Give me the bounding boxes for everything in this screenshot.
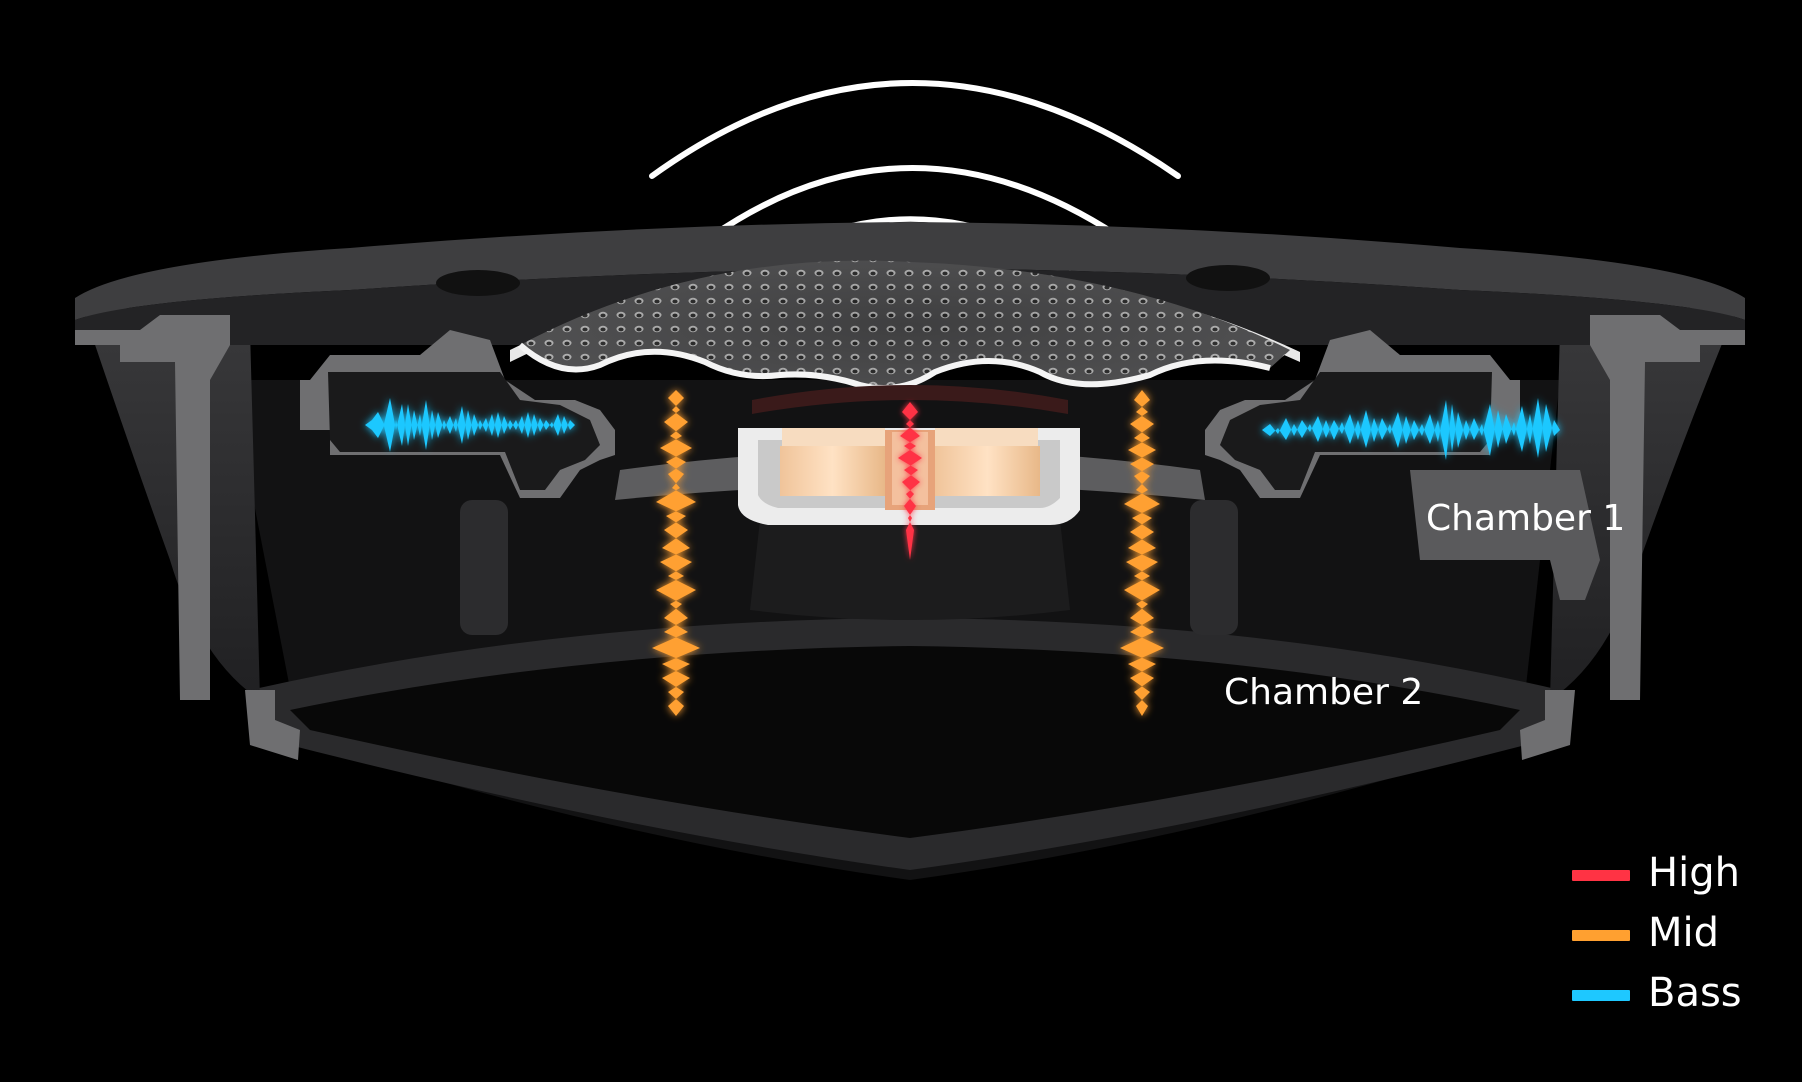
- bass-waveform-left: [365, 398, 575, 452]
- high-waveform: [898, 402, 922, 560]
- screw-hole-right: [1186, 265, 1270, 291]
- mid-waveform-right: [1120, 390, 1164, 716]
- sound-wave-middle: [709, 165, 1121, 239]
- magnet-assembly: [738, 428, 1080, 525]
- mid-swatch: [1572, 930, 1630, 941]
- chamber-1-label: Chamber 1: [1426, 498, 1625, 539]
- mid-waveform-left: [652, 390, 700, 716]
- legend-label-high: High: [1648, 850, 1740, 896]
- legend-label-bass: Bass: [1648, 970, 1742, 1016]
- legend-label-mid: Mid: [1648, 910, 1720, 956]
- screw-hole-left: [436, 270, 520, 296]
- high-swatch: [1572, 870, 1630, 881]
- bass-swatch: [1572, 990, 1630, 1001]
- sound-wave-outer: [649, 80, 1181, 179]
- bass-waveform-right: [1262, 398, 1560, 460]
- chamber-2-label: Chamber 2: [1224, 672, 1423, 713]
